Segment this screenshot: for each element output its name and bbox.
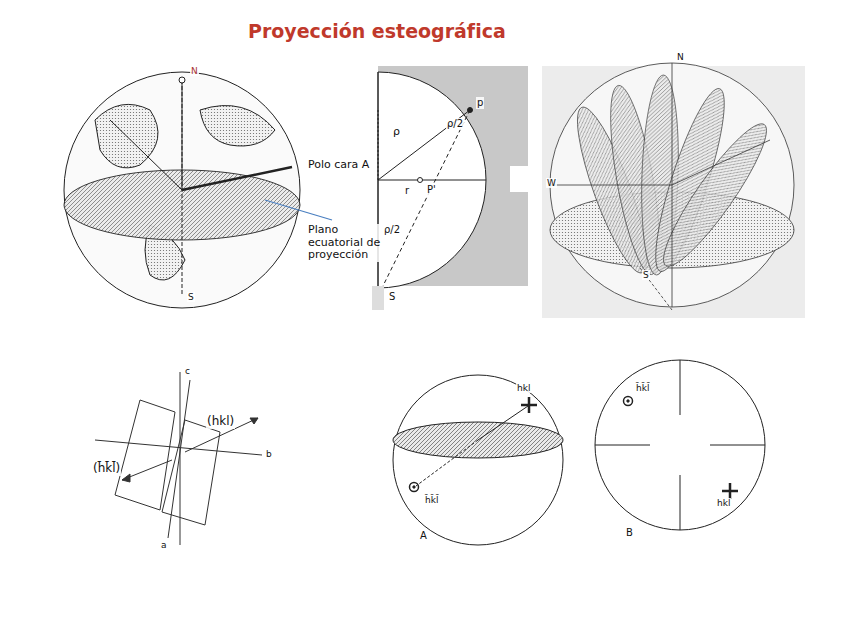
globe-figure xyxy=(64,72,332,308)
figure-label: S xyxy=(187,292,195,302)
figure-label: h̄k̄l̄ xyxy=(424,495,439,505)
figure-label: (hkl) xyxy=(206,415,235,429)
figure-label: N xyxy=(190,66,199,76)
projection-figure xyxy=(595,360,765,530)
crystal-planes-figure xyxy=(95,372,262,545)
great-circles-figure xyxy=(542,63,805,318)
figure-label: Plano ecuatorial de proyección xyxy=(307,224,389,262)
figure-label: hkl xyxy=(516,383,531,393)
figure-label: A xyxy=(419,530,428,542)
figure-label: W xyxy=(546,178,557,188)
figure-label: ρ/2 xyxy=(383,224,401,236)
figure-label: hkl xyxy=(716,498,731,508)
figure-label: ρ xyxy=(392,126,401,139)
figure-label: p xyxy=(476,97,484,109)
figure-label: c xyxy=(184,366,191,376)
figure-label: N xyxy=(676,52,685,62)
figure-label: P' xyxy=(426,184,437,196)
figure-label: b xyxy=(265,449,273,459)
section-figure xyxy=(372,66,528,310)
figure-label: (h̄k̄l̄) xyxy=(92,462,121,476)
sphere-figure xyxy=(393,375,563,545)
slide-title: Proyección esteográfica xyxy=(248,20,506,42)
figure-label: S xyxy=(642,270,650,280)
figure-label: Polo cara A xyxy=(307,159,370,172)
figure-label: a xyxy=(160,540,168,550)
figure-label: r xyxy=(404,185,410,197)
figure-label: S xyxy=(388,291,396,303)
figure-label: h̄k̄l̄ xyxy=(635,383,650,393)
figure-label: ρ/2 xyxy=(446,118,464,130)
figure-label: B xyxy=(625,527,634,539)
